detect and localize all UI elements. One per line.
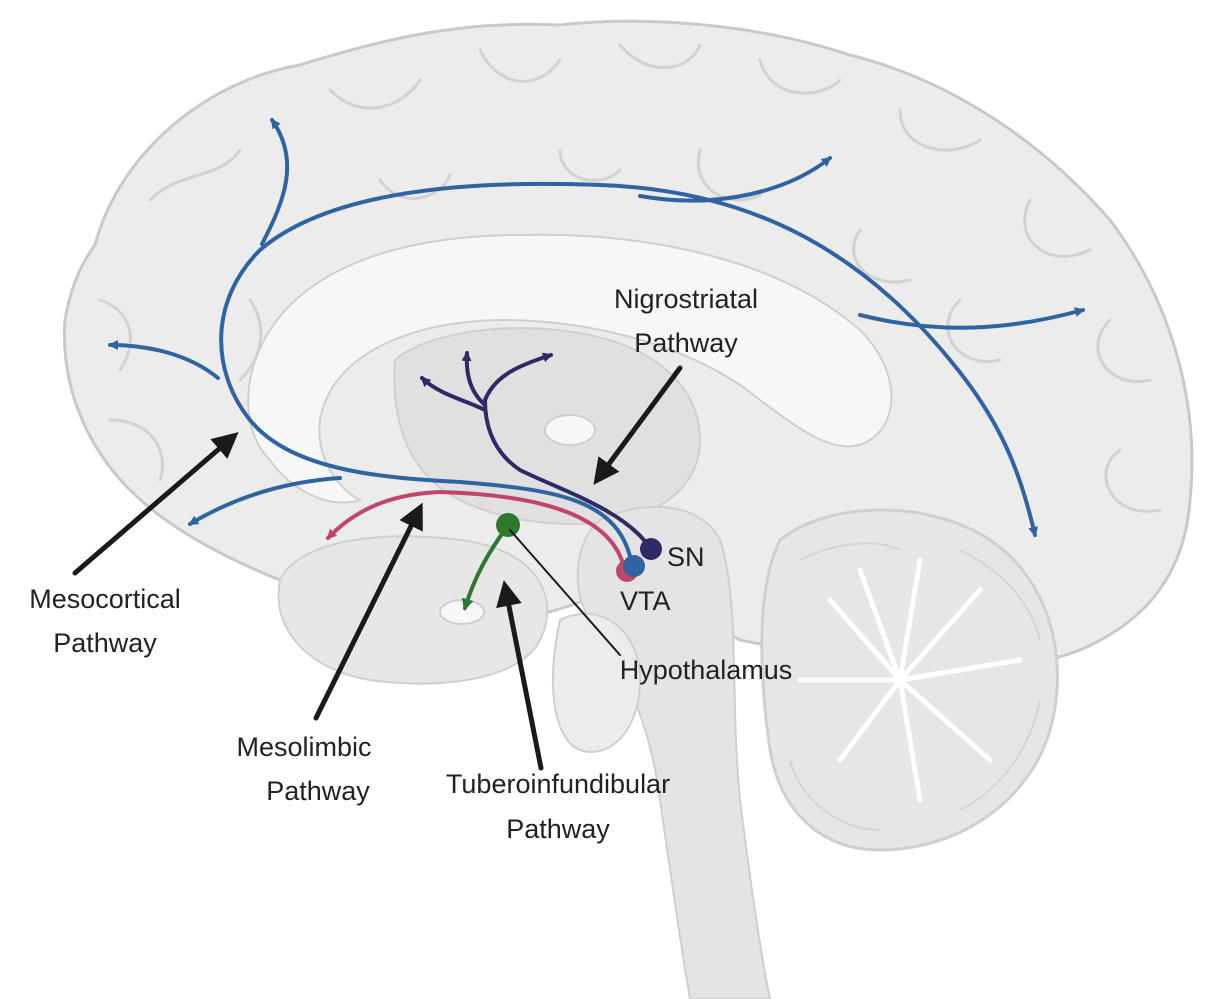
sn-nucleus-dot [640, 538, 662, 560]
temporal-lobe [278, 536, 547, 683]
vta-nucleus-dot [623, 555, 645, 577]
nigrostriatal-label-line2: Pathway [634, 328, 738, 358]
brain-illustration [64, 21, 1191, 999]
pituitary [440, 600, 484, 624]
tuberoinfundibular-label-line1: Tuberoinfundibular [446, 769, 670, 799]
hypothalamus-nucleus-dot [496, 513, 520, 537]
mesolimbic-label-line1: Mesolimbic [236, 732, 371, 762]
nigrostriatal-label-line1: Nigrostriatal [614, 284, 758, 314]
vta-label: VTA [620, 586, 671, 616]
sn-label: SN [667, 542, 705, 572]
mesolimbic-label-line2: Pathway [266, 776, 370, 806]
thalamus-detail [545, 415, 595, 445]
mesocortical-label-line1: Mesocortical [29, 584, 181, 614]
mesocortical-label-line2: Pathway [53, 628, 157, 658]
tuberoinfundibular-label-line2: Pathway [506, 814, 610, 844]
hypothalamus-label: Hypothalamus [620, 655, 793, 685]
